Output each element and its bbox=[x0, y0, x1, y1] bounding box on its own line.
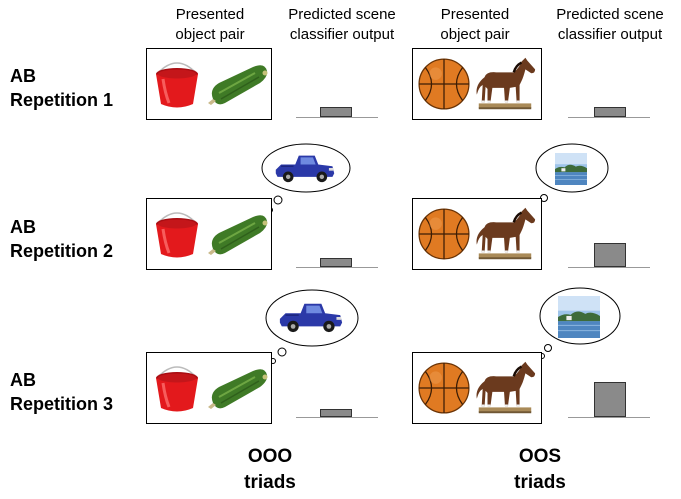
object-pair-box bbox=[146, 48, 272, 120]
object-pair-box bbox=[412, 352, 542, 424]
column-header-left-classifier: Predicted scene classifier output bbox=[288, 6, 396, 43]
zucchini-icon bbox=[205, 63, 269, 107]
classifier-output-bar bbox=[594, 243, 626, 267]
classifier-output-bar bbox=[594, 107, 626, 117]
object-pair-box bbox=[146, 352, 272, 424]
horse-icon bbox=[471, 359, 539, 415]
lake-scene-icon bbox=[555, 153, 587, 185]
classifier-baseline bbox=[296, 417, 378, 418]
object-pair-box bbox=[412, 48, 542, 120]
row-label-repetition-1: AB Repetition 1 bbox=[10, 66, 114, 110]
row-label-repetition-2: AB Repetition 2 bbox=[10, 217, 114, 261]
pickup-truck-icon bbox=[274, 152, 336, 184]
classifier-output-bar bbox=[320, 409, 352, 417]
zucchini-icon bbox=[205, 213, 269, 257]
zucchini-icon bbox=[205, 367, 269, 411]
bucket-icon bbox=[151, 363, 203, 415]
classifier-baseline bbox=[296, 267, 378, 268]
bucket-icon bbox=[151, 209, 203, 261]
footer-ooo-triads: OOO triads bbox=[244, 446, 296, 493]
horse-icon bbox=[471, 205, 539, 261]
bucket-icon bbox=[151, 59, 203, 111]
basketball-icon bbox=[417, 57, 471, 111]
classifier-output-bar bbox=[594, 382, 626, 417]
row-label-repetition-3: AB Repetition 3 bbox=[10, 370, 114, 414]
lake-scene-icon bbox=[558, 296, 600, 338]
classifier-baseline bbox=[296, 117, 378, 118]
basketball-icon bbox=[417, 207, 471, 261]
column-header-left-pair: Presented object pair bbox=[175, 6, 245, 43]
column-header-right-pair: Presented object pair bbox=[440, 6, 510, 43]
horse-icon bbox=[471, 55, 539, 111]
classifier-baseline bbox=[568, 267, 650, 268]
footer-oos-triads: OOS triads bbox=[514, 446, 566, 493]
basketball-icon bbox=[417, 361, 471, 415]
classifier-baseline bbox=[568, 417, 650, 418]
object-pair-box bbox=[146, 198, 272, 270]
classifier-output-bar bbox=[320, 107, 352, 117]
classifier-baseline bbox=[568, 117, 650, 118]
classifier-output-bar bbox=[320, 258, 352, 267]
column-header-right-classifier: Predicted scene classifier output bbox=[556, 6, 664, 43]
object-pair-box bbox=[412, 198, 542, 270]
pickup-truck-icon bbox=[278, 300, 344, 334]
